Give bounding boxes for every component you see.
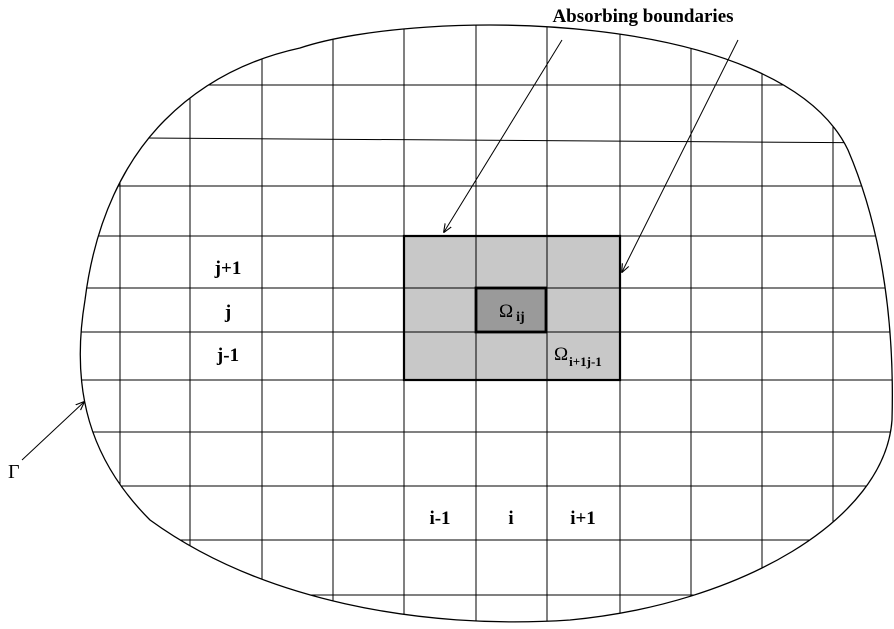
- row-label-j-plus-1: j+1: [214, 258, 242, 279]
- col-label-i: i: [508, 508, 513, 529]
- center-cell-border: [474, 286, 548, 334]
- mesh-hline: [80, 136, 893, 144]
- center-cell-subscript: ij: [516, 310, 525, 325]
- center-cell-symbol: Ω: [499, 301, 513, 322]
- corner-cell-symbol: Ω: [554, 344, 568, 365]
- row-label-j: j: [224, 302, 231, 323]
- center-cell-fill: [476, 288, 546, 332]
- col-label-i-plus-1: i+1: [570, 508, 596, 529]
- absorbing-patch-border: [402, 234, 622, 382]
- gamma-arrow: [21, 402, 84, 461]
- corner-cell-subscript: i+1j-1: [569, 354, 602, 369]
- callout-arrow-left: [444, 39, 563, 232]
- row-label-j-minus-1: j-1: [216, 345, 239, 366]
- callout-label: Absorbing boundaries: [552, 6, 733, 27]
- corner-cell-label: Ωi+1j-1: [554, 344, 602, 369]
- col-label-i-minus-1: i-1: [429, 508, 450, 529]
- callout-arrow-right: [622, 39, 739, 272]
- domain-boundary: [79, 24, 893, 623]
- gamma-label: Γ: [8, 461, 20, 483]
